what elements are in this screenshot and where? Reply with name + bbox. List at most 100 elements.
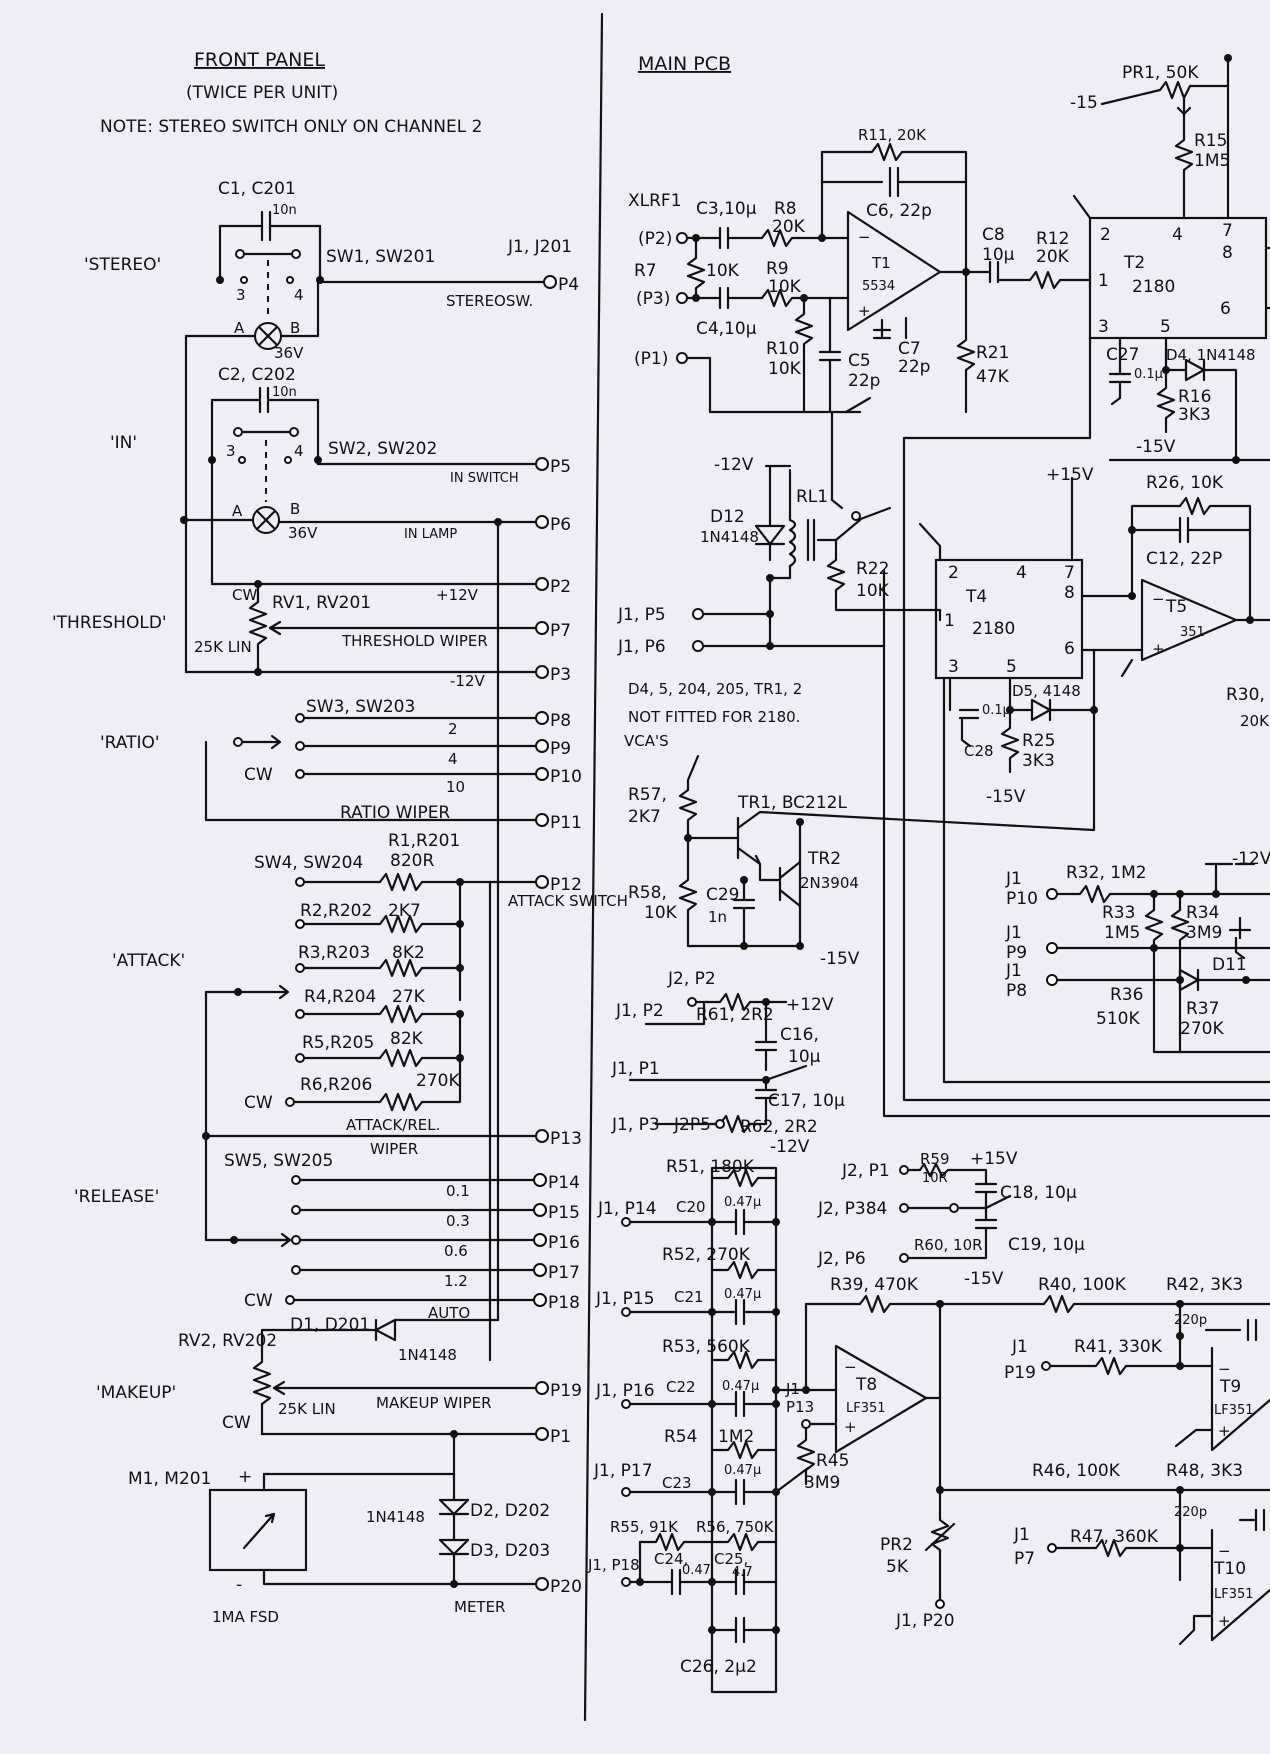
d5-label: D5, 4148	[1012, 682, 1081, 700]
t4-label: T4	[965, 587, 987, 607]
attack-switch-label: ATTACK SWITCH	[508, 892, 628, 910]
c22-label: C22	[666, 1378, 696, 1396]
xlr-p1: (P1)	[634, 349, 668, 369]
decoup-p15v: +15V	[970, 1149, 1018, 1169]
r22-value: 10K	[856, 581, 890, 601]
threshold-wiper	[268, 620, 538, 636]
r55-label: R55, 91K	[610, 1518, 679, 1536]
tr-m15v: -15V	[820, 949, 860, 969]
r57-value: 2K7	[628, 807, 661, 827]
c8-label: C8	[982, 225, 1005, 245]
j1p18-label: J1, P18	[587, 1556, 640, 1574]
c18-label: C18, 10µ	[1000, 1183, 1077, 1203]
r22-label: R22	[856, 559, 889, 579]
r34-label: R34	[1186, 903, 1219, 923]
r5-label: R5,R205	[302, 1033, 374, 1053]
c2-label: C2, C202	[218, 365, 296, 385]
c21-value: 0.47µ	[724, 1287, 761, 1302]
r41-label: R41, 330K	[1074, 1337, 1163, 1357]
r3-label: R3,R203	[298, 943, 370, 963]
t8-part: LF351	[846, 1401, 886, 1416]
t4-pin3: 3	[948, 657, 959, 677]
d3-label: D3, D203	[470, 1541, 550, 1561]
t4-m15v: -15V	[986, 787, 1026, 807]
r16-value: 3K3	[1178, 405, 1211, 425]
t5-part: 351	[1180, 625, 1205, 640]
d1-value: 1N4148	[398, 1346, 457, 1364]
j1-p8-j: J1	[1005, 961, 1022, 981]
t9-plus: +	[1218, 1422, 1231, 1440]
xlrf1-label: XLRF1	[628, 191, 682, 211]
r33-value: 1M5	[1104, 923, 1140, 943]
r10-value: 10K	[768, 359, 802, 379]
t2-m15v: -15V	[1136, 437, 1176, 457]
release-0.3: 0.3	[446, 1212, 470, 1230]
j1p14-label: J1, P14	[597, 1199, 657, 1219]
pr2-label: PR2	[880, 1535, 913, 1555]
relay-j1p6: J1, P6	[617, 637, 666, 657]
sw3-label: SW3, SW203	[306, 697, 415, 717]
attack-label: 'ATTACK'	[112, 951, 185, 971]
lamp1-wires	[184, 280, 320, 338]
r1-value: 820R	[390, 851, 434, 871]
t2-pin8: 8	[1222, 243, 1233, 263]
rv1-pot	[248, 582, 268, 674]
pr1-m15: -15	[1070, 93, 1098, 113]
t5-plus: +	[1152, 640, 1165, 658]
r11-label: R11, 20K	[858, 126, 927, 144]
r36-value: 510K	[1096, 1009, 1140, 1029]
r37-value: 270K	[1180, 1019, 1224, 1039]
t9-part: LF351	[1214, 1403, 1254, 1418]
lamp1-b: B	[290, 319, 300, 337]
r2-label: R2,R202	[300, 901, 372, 921]
lamp1-a: A	[234, 319, 245, 337]
c12-label: C12, 22P	[1146, 549, 1222, 569]
r5-value: 82K	[390, 1029, 424, 1049]
lamp2-b: B	[290, 500, 300, 518]
p9-label: P9	[550, 739, 571, 759]
xlr-p3: (P3)	[636, 289, 670, 309]
sw3-cw: CW	[244, 765, 273, 785]
t5-minus: −	[1152, 590, 1165, 608]
r52-label: R52, 270K	[662, 1245, 751, 1265]
p6-label: P6	[550, 515, 571, 535]
c24-value: 0.47	[682, 1563, 711, 1578]
j1p1-label: J1, P1	[611, 1059, 660, 1079]
r34-value: 3M9	[1186, 923, 1222, 943]
note-line2: NOT FITTED FOR 2180.	[628, 708, 800, 726]
front-panel-note: NOTE: STEREO SWITCH ONLY ON CHANNEL 2	[100, 117, 482, 137]
c16-label: C16,	[780, 1025, 819, 1045]
r54-label: R54	[664, 1427, 697, 1447]
rv2-cw: CW	[222, 1413, 251, 1433]
t8-minus: −	[844, 1358, 857, 1376]
j1p19-j: J1	[1011, 1337, 1028, 1357]
d2-label: D2, D202	[470, 1501, 550, 1521]
r25-label: R25	[1022, 731, 1055, 751]
sw5-cw: CW	[244, 1291, 273, 1311]
xlr-p2: (P2)	[638, 229, 672, 249]
release-1.2: 1.2	[444, 1272, 468, 1290]
t2-pin4: 4	[1172, 225, 1183, 245]
c17-label: C17, 10µ	[768, 1091, 845, 1111]
c24-label: C24,	[654, 1550, 688, 1568]
t1-part: 5534	[862, 279, 895, 294]
j1p15-label: J1, P15	[595, 1289, 655, 1309]
rv1-minus12: -12V	[450, 672, 485, 690]
d2-value: 1N4148	[366, 1508, 425, 1526]
pr2-value: 5K	[886, 1557, 909, 1577]
c25-value: 4.7	[732, 1565, 753, 1580]
c26-label: C26, 2µ2	[680, 1657, 757, 1677]
t2-vca	[1088, 216, 1268, 340]
note-line1: D4, 5, 204, 205, TR1, 2	[628, 680, 802, 698]
c3-label: C3,10µ	[696, 199, 757, 219]
rc-rails	[710, 1166, 778, 1694]
relay-m12v: -12V	[714, 455, 754, 475]
r6-label: R6,R206	[300, 1075, 372, 1095]
p18-label: P18	[548, 1293, 580, 1313]
p2-label: P2	[550, 577, 571, 597]
t10-label: T10	[1213, 1559, 1246, 1579]
main-pcb: MAIN PCB XLRF1 (P2) (P3) (P1) C3,10µ R8 …	[587, 53, 1270, 1694]
rl1-label: RL1	[796, 487, 828, 507]
j1p7-j: J1	[1013, 1525, 1030, 1545]
